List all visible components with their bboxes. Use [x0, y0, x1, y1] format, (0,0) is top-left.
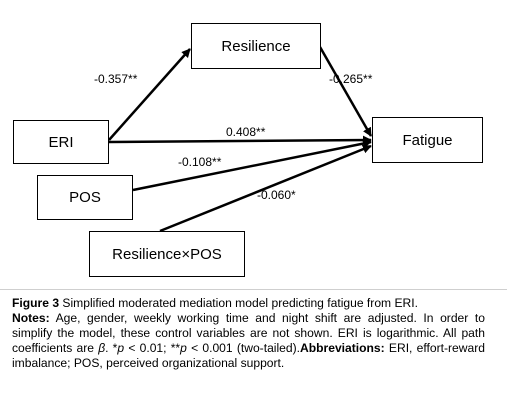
- beta-symbol: β: [98, 341, 106, 355]
- figure-label: Figure 3: [12, 296, 60, 310]
- abbreviations-label: Abbreviations:: [300, 341, 385, 355]
- node-resilience: Resilience: [191, 23, 321, 69]
- sig-text-2: < 0.01; **: [124, 341, 181, 355]
- p-symbol-2: p: [180, 341, 187, 355]
- coef-eri-to-fatigue: 0.408**: [226, 125, 266, 139]
- notes-text: Age, gender, weekly working time and nig…: [12, 311, 485, 355]
- figure-caption: Figure 3 Simplified moderated mediation …: [12, 296, 485, 371]
- arrow-interaction-to-fatigue: [159, 144, 372, 233]
- arrow-pos-to-fatigue: [132, 139, 372, 192]
- arrow-eri-to-fatigue: [108, 135, 372, 145]
- node-pos: POS: [37, 175, 133, 220]
- node-pos-label: POS: [69, 189, 101, 206]
- sig-text-3: < 0.001 (two-tailed).: [186, 341, 301, 355]
- figure-title: Simplified moderated mediation model pre…: [59, 296, 419, 310]
- notes-label: Notes:: [12, 311, 50, 325]
- node-fatigue: Fatigue: [372, 117, 483, 163]
- arrow-resilience-to-fatigue: [318, 46, 373, 137]
- coef-pos-to-fatigue: -0.108**: [178, 155, 222, 169]
- node-resilience-x-pos: Resilience×POS: [89, 231, 245, 277]
- node-eri-label: ERI: [48, 133, 74, 151]
- node-fatigue-label: Fatigue: [402, 131, 453, 149]
- caption-divider: [0, 289, 507, 290]
- node-eri: ERI: [13, 120, 109, 164]
- p-symbol-1: p: [117, 341, 125, 355]
- arrow-eri-to-resilience: [108, 48, 191, 141]
- coef-eri-to-resilience: -0.357**: [94, 72, 138, 86]
- abbreviations-text: ERI, effort-reward imbalance; POS, perce…: [12, 341, 485, 370]
- coef-interaction-to-fatigue: -0.060*: [257, 188, 296, 202]
- sig-text-1: . *: [105, 341, 118, 355]
- node-resilience-label: Resilience: [221, 37, 291, 55]
- node-resilience-x-pos-label: Resilience×POS: [112, 245, 222, 263]
- coef-resilience-to-fatigue: -0.265**: [329, 72, 373, 86]
